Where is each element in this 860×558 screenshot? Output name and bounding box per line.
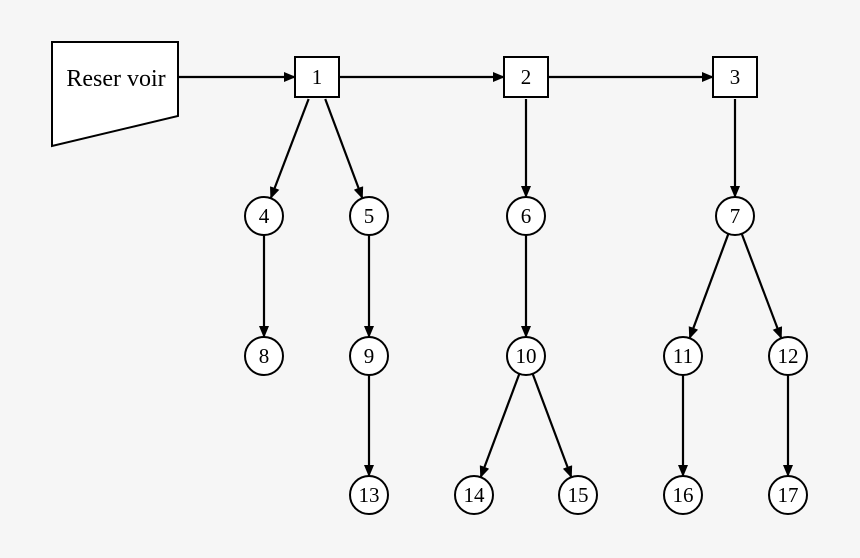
- node-1: 1: [294, 56, 340, 98]
- node-14-circle: [454, 475, 494, 515]
- node-8: 8: [244, 336, 284, 376]
- node-8-circle: [244, 336, 284, 376]
- edge-7-to-12: [740, 233, 783, 340]
- node-12-circle: [768, 336, 808, 376]
- node-7: 7: [715, 196, 755, 236]
- node-11-circle: [663, 336, 703, 376]
- node-15-circle: [558, 475, 598, 515]
- node-12: 12: [768, 336, 808, 376]
- node-3: 3: [712, 56, 758, 98]
- node-9-circle: [349, 336, 389, 376]
- node-5-circle: [349, 196, 389, 236]
- node-9-label: 9: [364, 344, 375, 368]
- node-13-circle: [349, 475, 389, 515]
- node-14: 14: [454, 475, 494, 515]
- node-15-label: 15: [568, 483, 589, 507]
- reservoir-label: Reser voir: [66, 66, 165, 92]
- edge-1-to-5: [324, 98, 364, 200]
- node-13: 13: [349, 475, 389, 515]
- edges: [178, 72, 793, 479]
- node-8-label: 8: [259, 344, 270, 368]
- node-11: 11: [663, 336, 703, 376]
- node-16: 16: [663, 475, 703, 515]
- node-12-label: 12: [778, 344, 799, 368]
- node-6-label: 6: [521, 204, 532, 228]
- node-16-circle: [663, 475, 703, 515]
- node-5: 5: [349, 196, 389, 236]
- node-7-label: 7: [730, 204, 741, 228]
- node-1-label: 1: [312, 65, 323, 89]
- node-10: 10: [506, 336, 546, 376]
- node-6: 6: [506, 196, 546, 236]
- node-4-label: 4: [259, 204, 270, 228]
- node-2-square: [503, 56, 549, 98]
- node-5-label: 5: [364, 204, 375, 228]
- node-11-label: 11: [673, 344, 693, 368]
- node-9: 9: [349, 336, 389, 376]
- node-10-label: 10: [516, 344, 537, 368]
- node-14-label: 14: [464, 483, 486, 507]
- node-10-circle: [506, 336, 546, 376]
- node-4: 4: [244, 196, 284, 236]
- node-15: 15: [558, 475, 598, 515]
- reservoir-shape: [51, 41, 179, 148]
- node-13-label: 13: [359, 483, 380, 507]
- node-2-label: 2: [521, 65, 532, 89]
- node-16-label: 16: [673, 483, 694, 507]
- node-4-circle: [244, 196, 284, 236]
- edge-10-to-14: [479, 373, 521, 479]
- node-2: 2: [503, 56, 549, 98]
- edge-10-to-15: [531, 373, 573, 479]
- node-3-label: 3: [730, 65, 741, 89]
- node-7-circle: [715, 196, 755, 236]
- node-3-square: [712, 56, 758, 98]
- node-17-circle: [768, 475, 808, 515]
- edge-7-to-11: [688, 233, 730, 340]
- node-17: 17: [768, 475, 808, 515]
- node-6-circle: [506, 196, 546, 236]
- node-17-label: 17: [778, 483, 799, 507]
- edge-1-to-4: [269, 98, 310, 200]
- reservoir: Reser voir: [51, 41, 179, 148]
- node-1-square: [294, 56, 340, 98]
